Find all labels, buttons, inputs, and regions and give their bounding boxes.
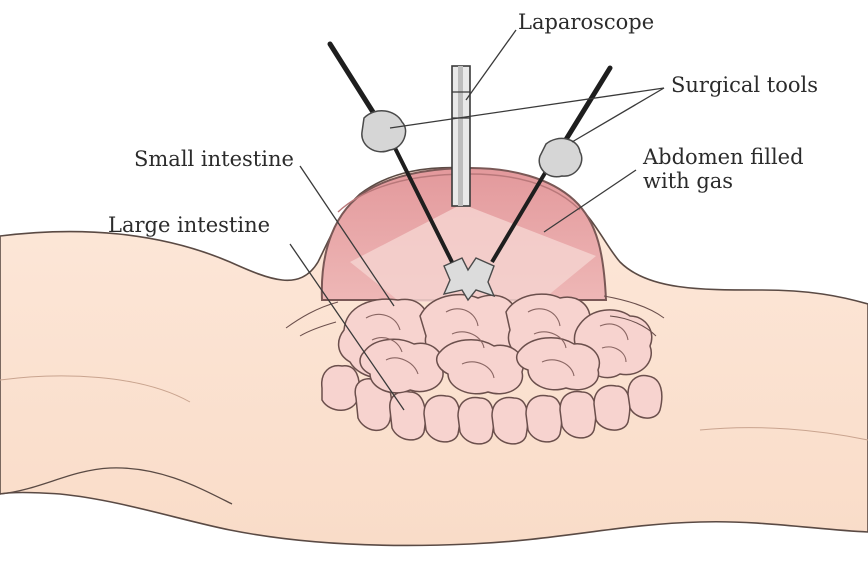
label-abdomen-line1: Abdomen filled [643,145,804,169]
label-small-intestine: Small intestine [134,147,294,171]
laparoscope-instrument [452,66,470,206]
leader-surgical-left [390,88,664,128]
label-large-intestine: Large intestine [108,213,270,237]
leader-surgical-right [572,88,664,142]
label-surgical-tools: Surgical tools [671,73,818,97]
label-laparoscope: Laparoscope [518,10,654,34]
label-abdomen-filled-with-gas: Abdomen filled with gas [643,145,804,193]
leader-laparoscope [466,30,516,100]
label-abdomen-line2: with gas [643,169,804,193]
